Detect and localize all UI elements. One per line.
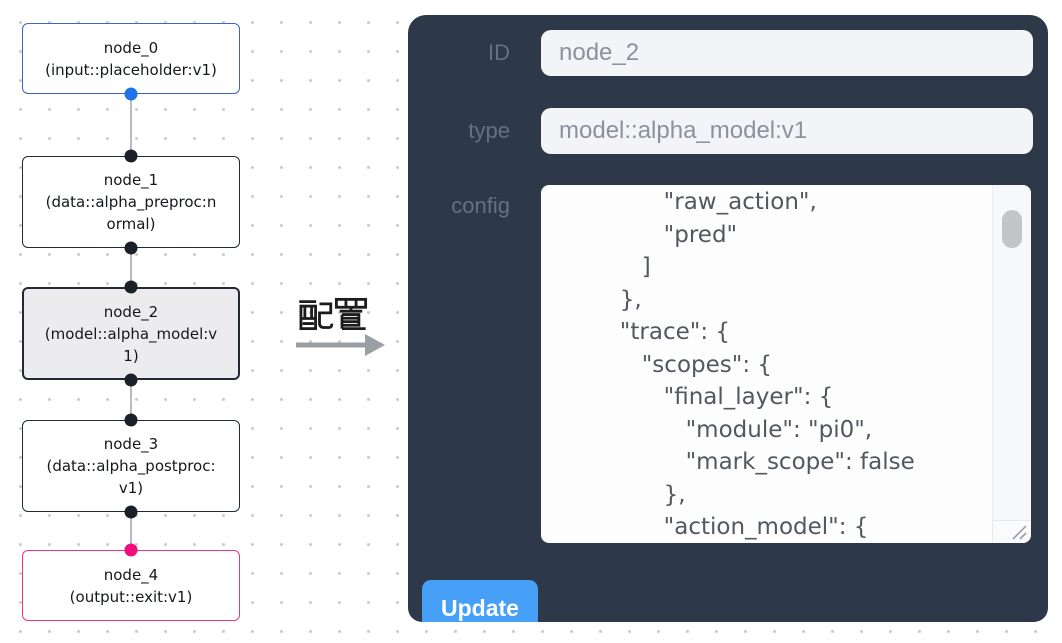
config-annotation: 配置 bbox=[294, 295, 390, 357]
config-annotation-label: 配置 bbox=[294, 295, 295, 296]
node-title: node_2 bbox=[103, 302, 159, 321]
config-cjk-glyphs-icon bbox=[299, 297, 368, 331]
resize-handle[interactable] bbox=[992, 520, 1031, 543]
id-field-label: ID bbox=[488, 40, 510, 65]
node-title: node_0 bbox=[103, 38, 159, 57]
input-port-node1[interactable] bbox=[124, 149, 138, 163]
edge-node3-node4 bbox=[130, 512, 132, 550]
graph-node-output[interactable]: node_4 (output::exit:v1) bbox=[22, 550, 240, 621]
output-port-node2[interactable] bbox=[124, 373, 138, 387]
input-port-node2[interactable] bbox=[124, 280, 138, 294]
graph-node-preproc[interactable]: node_1 (data::alpha_preproc:normal) bbox=[22, 156, 240, 248]
config-panel: ID type config "raw_action", "pred" ] },… bbox=[408, 15, 1048, 622]
edge-node1-node2 bbox=[130, 248, 132, 287]
node-type-label: (data::alpha_postproc:v1) bbox=[46, 457, 216, 497]
config-field-label: config bbox=[451, 193, 510, 218]
output-port-node1[interactable] bbox=[124, 241, 138, 255]
output-port-node3[interactable] bbox=[124, 505, 138, 519]
config-scrollbar-track[interactable] bbox=[992, 185, 1031, 521]
node-type-label: (data::alpha_preproc:normal) bbox=[45, 193, 217, 233]
type-input[interactable] bbox=[541, 108, 1033, 154]
input-port-node3[interactable] bbox=[124, 413, 138, 427]
input-port-node4[interactable] bbox=[124, 543, 138, 557]
update-button[interactable]: Update bbox=[422, 580, 538, 622]
id-input[interactable] bbox=[541, 30, 1033, 76]
edge-node0-node1 bbox=[130, 94, 132, 156]
type-field-label: type bbox=[468, 118, 510, 143]
resize-grip-icon bbox=[1012, 525, 1027, 540]
edge-node2-node3 bbox=[130, 380, 132, 420]
node-type-label: (output::exit:v1) bbox=[69, 587, 193, 606]
node-title: node_4 bbox=[103, 565, 159, 584]
config-arrow-icon bbox=[296, 334, 385, 356]
config-json-text[interactable]: "raw_action", "pred" ] }, "trace": { "sc… bbox=[619, 189, 915, 540]
graph-node-input[interactable]: node_0 (input::placeholder:v1) bbox=[22, 23, 240, 94]
node-type-label: (input::placeholder:v1) bbox=[45, 60, 217, 79]
node-title: node_3 bbox=[103, 435, 159, 453]
node-title: node_1 bbox=[103, 171, 159, 189]
graph-node-model-selected[interactable]: node_2 (model::alpha_model:v1) bbox=[22, 287, 240, 380]
config-textarea[interactable]: "raw_action", "pred" ] }, "trace": { "sc… bbox=[541, 185, 1031, 543]
node-type-label: (model::alpha_model:v1) bbox=[44, 324, 218, 365]
config-scrollbar-thumb[interactable] bbox=[1002, 210, 1022, 248]
output-port-node0[interactable] bbox=[124, 87, 138, 101]
graph-node-postproc[interactable]: node_3 (data::alpha_postproc:v1) bbox=[22, 420, 240, 512]
